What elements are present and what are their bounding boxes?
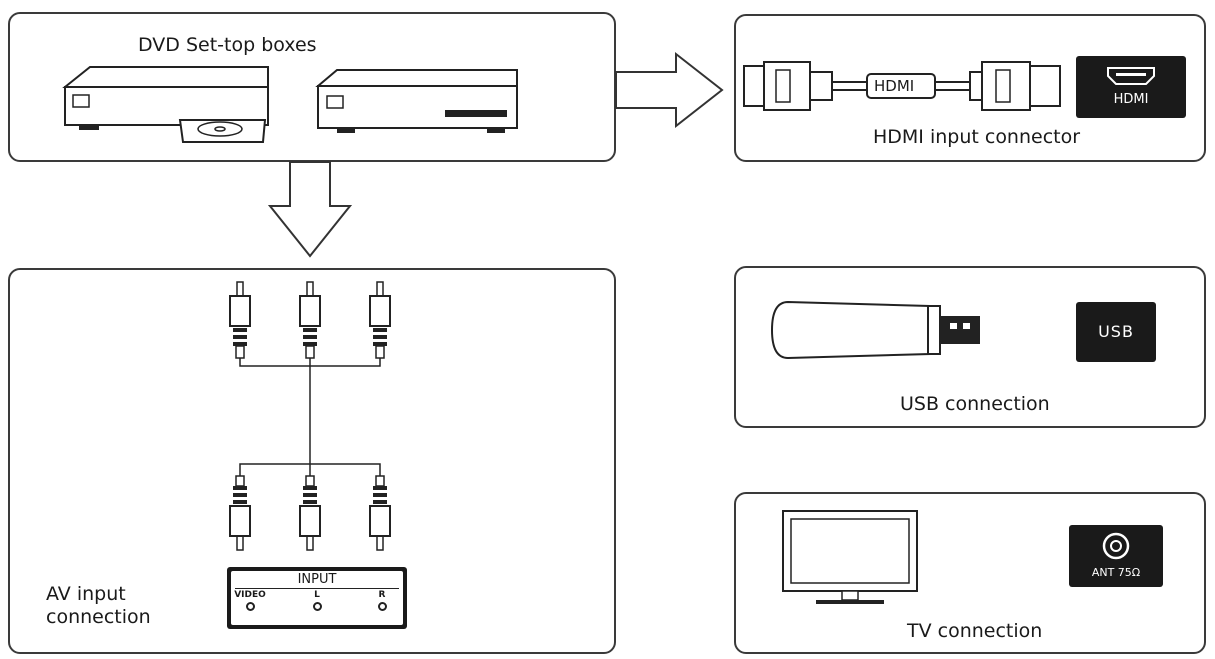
av-cable-icon <box>229 281 391 551</box>
av-caption-line1: AV input <box>46 583 126 605</box>
dvd-panel-title: DVD Set-top boxes <box>138 34 317 56</box>
dvd-player-icon <box>62 66 269 143</box>
rca-plug-top-middle <box>299 281 321 359</box>
rca-plug-bottom-right <box>369 475 391 551</box>
antenna-port-icon: ANT 75Ω <box>1069 525 1163 587</box>
arrow-right-icon <box>615 51 724 129</box>
hdmi-cable-label: HDMI <box>874 77 915 95</box>
av-input-title: INPUT <box>297 572 337 587</box>
av-port-r: R <box>367 590 397 611</box>
av-port-label-l: L <box>314 590 320 600</box>
hdmi-caption: HDMI input connector <box>873 126 1081 148</box>
usb-port-icon: USB <box>1076 302 1156 362</box>
coax-socket-icon <box>1102 532 1130 560</box>
av-jack-video-icon <box>245 602 255 611</box>
tv-icon <box>782 510 918 604</box>
settop-box-icon <box>315 69 518 133</box>
hdmi-port-icon: HDMI <box>1076 56 1186 118</box>
av-port-video: VIDEO <box>233 590 267 611</box>
av-port-label-r: R <box>378 590 386 600</box>
hdmi-port-label: HDMI <box>1113 92 1149 107</box>
rca-plug-bottom-left <box>229 475 251 551</box>
usb-port-label: USB <box>1098 322 1134 341</box>
rca-plug-bottom-middle <box>299 475 321 551</box>
av-port-l: L <box>301 590 333 611</box>
usb-caption: USB connection <box>900 393 1050 415</box>
usb-drive-icon <box>770 300 980 360</box>
av-jack-r-icon <box>377 602 387 611</box>
rca-plug-top-right <box>369 281 391 359</box>
av-jack-l-icon <box>312 602 322 611</box>
hdmi-socket-icon <box>1107 67 1155 85</box>
arrow-down-icon <box>267 161 353 258</box>
hdmi-cable-icon <box>743 61 1061 111</box>
av-input-port-panel: INPUT VIDEO L R <box>227 567 407 629</box>
rca-plug-top-left <box>229 281 251 359</box>
av-caption-line2: connection <box>46 606 151 628</box>
tv-caption: TV connection <box>907 620 1043 642</box>
antenna-port-label: ANT 75Ω <box>1091 566 1141 579</box>
av-port-label-video: VIDEO <box>234 590 266 600</box>
